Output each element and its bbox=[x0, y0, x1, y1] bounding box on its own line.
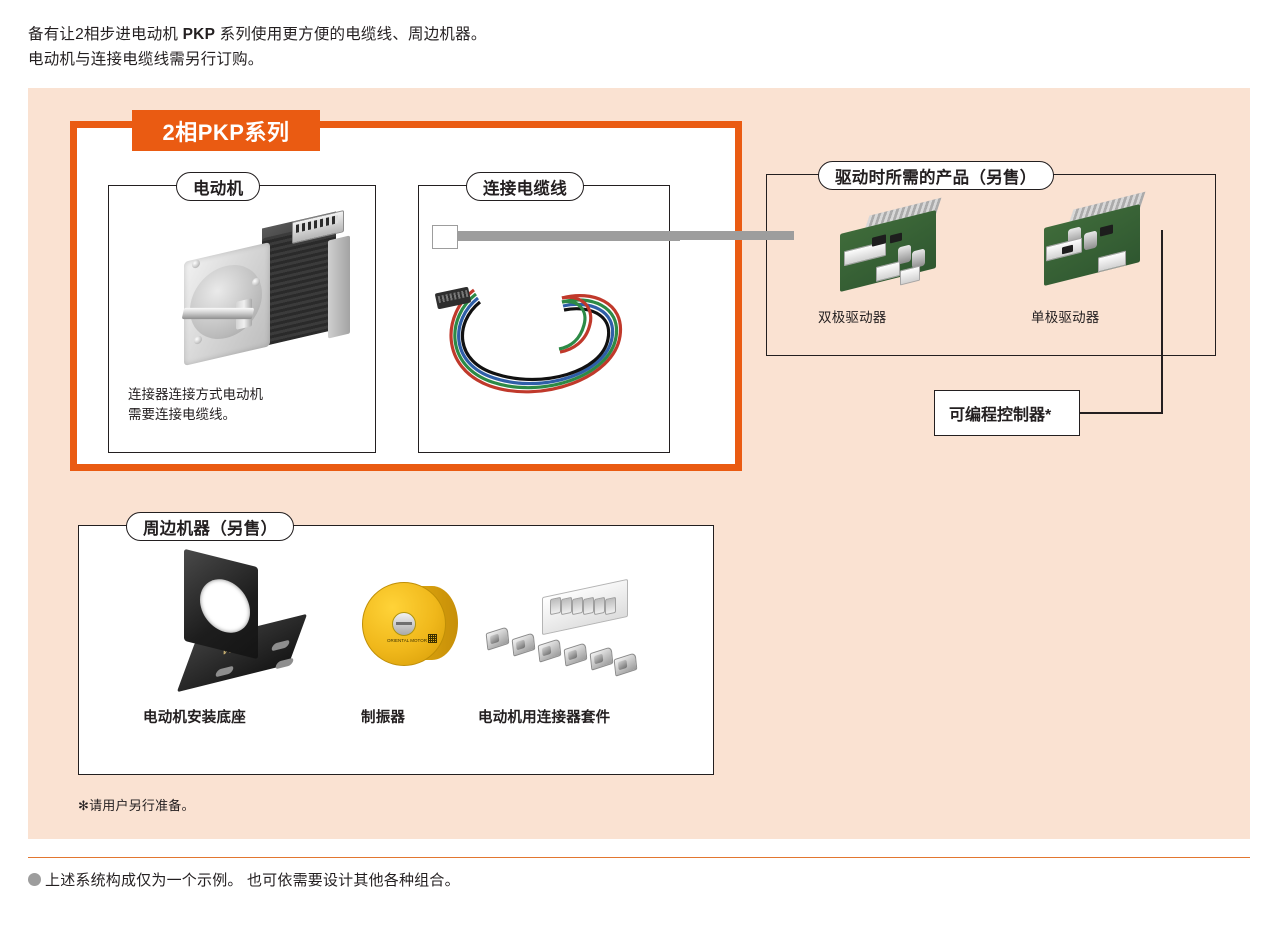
intro-line-1: 备有让2相步进电动机 PKP 系列使用更方便的电缆线、周边机器。 bbox=[28, 22, 487, 47]
intro-line-2: 电动机与连接电缆线需另行订购。 bbox=[28, 51, 264, 68]
footnote: ✻请用户另行准备。 bbox=[78, 798, 195, 813]
connector-cavity bbox=[583, 596, 594, 616]
crimp-terminal bbox=[613, 652, 638, 677]
cable-end-block bbox=[432, 225, 458, 249]
bottom-divider bbox=[28, 857, 1250, 859]
plc-label: 可编程控制器* bbox=[949, 407, 1052, 424]
connector-cavity bbox=[605, 596, 616, 616]
crimp-terminal bbox=[511, 632, 536, 657]
cable-loop-graphic bbox=[449, 288, 623, 394]
crimp-terminal bbox=[537, 638, 562, 663]
unipolar-driver-board-image bbox=[1038, 191, 1150, 287]
intro-line1-part3: 系列使用更方便的电缆线、周边机器。 bbox=[215, 26, 487, 43]
damper-print-text: ORIENTAL MOTOR bbox=[387, 638, 427, 643]
peripheral-box-title: 周边机器（另售） bbox=[126, 512, 295, 541]
cable-lead-bar bbox=[458, 231, 680, 241]
series-tab: 2相PKP系列 bbox=[132, 110, 320, 151]
motor-caption: 连接器连接方式电动机 需要连接电缆线。 bbox=[128, 387, 263, 422]
motor-rear-cap bbox=[328, 235, 350, 339]
connector-cavity bbox=[594, 596, 605, 616]
board-capacitor bbox=[1084, 230, 1097, 251]
motor-connector-kit-image bbox=[480, 578, 640, 677]
connector-cavity bbox=[550, 596, 561, 616]
cable-box-title: 连接电缆线 bbox=[466, 172, 584, 201]
bipolar-driver-label: 双极驱动器 bbox=[818, 310, 887, 325]
connection-cable-image bbox=[432, 218, 680, 418]
vibration-damper-image: ORIENTAL MOTOR bbox=[360, 578, 470, 674]
stepper-motor-image bbox=[180, 209, 352, 366]
bottom-note-text: 上述系统构成仅为一个示例。 也可依需要设计其他各种组合。 bbox=[45, 872, 460, 889]
driver-box-title: 驱动时所需的产品（另售） bbox=[818, 161, 1054, 190]
damper-qr-code bbox=[428, 634, 437, 643]
intro-text: 备有让2相步进电动机 PKP 系列使用更方便的电缆线、周边机器。 电动机与连接电… bbox=[28, 22, 487, 72]
crimp-terminal bbox=[563, 642, 588, 667]
damper-label: 制振器 bbox=[361, 710, 406, 726]
bullet-icon bbox=[28, 873, 41, 886]
mounting-bracket-label: 电动机安装底座 bbox=[143, 710, 246, 726]
bipolar-driver-board-image bbox=[834, 197, 946, 293]
unipolar-driver-label: 单极驱动器 bbox=[1031, 310, 1100, 325]
intro-pkp-bold: PKP bbox=[182, 26, 216, 43]
connector-kit-label: 电动机用连接器套件 bbox=[478, 710, 611, 726]
plc-link-vertical bbox=[1161, 230, 1163, 414]
motor-shaft bbox=[181, 307, 255, 320]
crimp-terminal bbox=[589, 646, 614, 671]
damper-hub-slot bbox=[396, 622, 412, 625]
connector-cavity bbox=[561, 596, 572, 616]
damper-face bbox=[362, 582, 446, 666]
motor-mounting-bracket-image: VEXTA bbox=[176, 548, 308, 693]
plc-link-horizontal bbox=[1078, 412, 1163, 414]
motor-box-title: 电动机 bbox=[176, 172, 261, 201]
intro-line1-part1: 备有让2相步进电动机 bbox=[28, 26, 183, 43]
bottom-note: 上述系统构成仅为一个示例。 也可依需要设计其他各种组合。 bbox=[28, 869, 460, 890]
plc-box: 可编程控制器* bbox=[934, 390, 1080, 436]
crimp-terminal bbox=[485, 626, 510, 651]
board-terminal-block bbox=[900, 265, 920, 286]
cable-to-driver-link bbox=[678, 231, 794, 240]
system-diagram-panel: 2相PKP系列 电动机 连接器连接方式电动机 需要连接电缆线。 连接电缆线 bbox=[28, 88, 1250, 839]
connector-cavity bbox=[572, 596, 583, 616]
cable-box bbox=[418, 185, 670, 453]
